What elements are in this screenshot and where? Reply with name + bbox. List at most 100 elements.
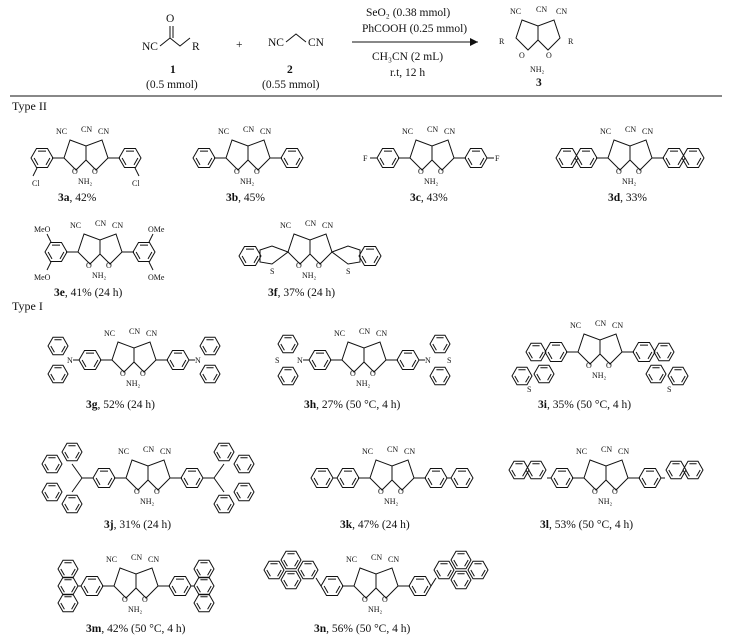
compound-id: 3a [58,192,70,204]
benzene-ring [464,148,488,168]
aromatic-bond [411,578,429,594]
core-nh2-label: NH₂ [368,605,383,614]
anthracene-ring [193,593,215,613]
tetraphenylethylene-ring [233,482,255,502]
aromatic-bond [241,248,259,264]
aromatic-bond [453,553,469,567]
benzene-ring [132,242,156,262]
reagent-1-nc: NC [142,41,158,53]
core-nh2-label: NH₂ [140,497,155,506]
carbazole-ring [47,336,69,356]
bond [213,477,225,493]
aromatic-bond [528,463,544,477]
reagent-1-r: R [192,41,200,53]
aromatic-bond [547,344,565,360]
tetraphenylethylene-ring [61,442,83,462]
core-cn-label: CN [129,327,140,336]
core-cn-label: CN [642,127,653,136]
methoxy-label: OMe [148,225,165,234]
fluoro-label: F [495,154,500,163]
svg-text:O: O [546,51,552,60]
compound-label-3m: 3m, 42% (50 °C, 4 h) [86,623,186,635]
dibenzothiophene-ring [667,366,689,386]
bond [315,577,322,587]
reagent-2-cn: CN [308,37,325,49]
core-bonds [111,341,157,373]
core-o-label: O [296,261,302,270]
core-o-label: O [606,361,612,370]
core-nh2-label: NH₂ [78,177,93,186]
core-cn-label: CN [148,555,159,564]
aromatic-bond [50,367,66,381]
naphthalene-ring [681,148,705,168]
core-o-label: O [592,487,598,496]
aromatic-bond [183,470,201,486]
condition-line-4: r.t, 12 h [390,67,425,79]
core-bonds [63,139,109,171]
methoxy-label: MeO [34,273,51,282]
reagent-1-amount: (0.5 mmol) [146,79,198,91]
core-nh2-label: NH₂ [384,497,399,506]
core-cn-label: CN [160,447,171,456]
core-o-label: O [438,167,444,176]
compound-id: 3f [268,287,278,299]
aromatic-bond [453,573,469,587]
compound-yield: , 45% [238,192,265,204]
pyrene-ring [433,560,455,580]
compound-yield: , 53% (50 °C, 4 h) [549,519,633,531]
bond [213,463,225,479]
sulfur-label: S [270,267,274,276]
core-o-label: O [612,487,618,496]
aromatic-bond [470,563,486,577]
compound-yield: , 35% (50 °C, 4 h) [547,399,631,411]
nitrogen-label: N [425,356,431,365]
aromatic-bond [196,596,212,610]
benzene-ring [192,148,216,168]
benzene-ring [662,148,686,168]
aromatic-bond [311,352,329,368]
core-o-label: O [72,167,78,176]
aromatic-bond [361,248,379,264]
aromatic-bond [685,463,701,477]
compound-label-3j: 3j, 31% (24 h) [104,519,171,531]
compound-label-3f: 3f, 37% (24 h) [268,287,335,299]
aromatic-bond [121,150,139,166]
benzothiophene-ring [358,246,382,266]
aromatic-bond [665,150,683,166]
aromatic-bond [635,344,653,360]
pyrene-ring [297,560,319,580]
reagent-2-structure: NC CN [268,33,325,49]
bond [71,477,83,493]
sulfur-label: S [667,385,671,394]
pyrene-ring [280,550,302,570]
core-o-label: O [122,595,128,604]
core-cn-label: CN [387,445,398,454]
condition-line-3: CH₃CN (2 mL) [372,51,443,63]
reagent-1-number: 1 [170,64,176,76]
bond [46,233,52,243]
tetraphenylethylene-ring [213,494,235,514]
core-bonds [341,341,387,373]
core-nh2-label: NH₂ [622,177,637,186]
nitrogen-label: N [195,356,201,365]
aromatic-bond [83,578,101,594]
aromatic-bond [432,369,448,383]
core-nh2-label: NH₂ [592,371,607,380]
core-o-label: O [616,167,622,176]
section-title-type-i: Type I [12,299,43,313]
carbazole-ring [199,336,221,356]
aromatic-bond [656,345,672,359]
compound-id: 3j [104,519,114,531]
core-o-label: O [254,167,260,176]
compound-yield: , 27% (50 °C, 4 h) [316,399,400,411]
core-o-label: O [106,261,112,270]
sulfur-label: S [346,267,350,276]
core-cn-label: CN [143,445,154,454]
aromatic-bond [216,445,232,459]
aromatic-bond [453,470,471,486]
